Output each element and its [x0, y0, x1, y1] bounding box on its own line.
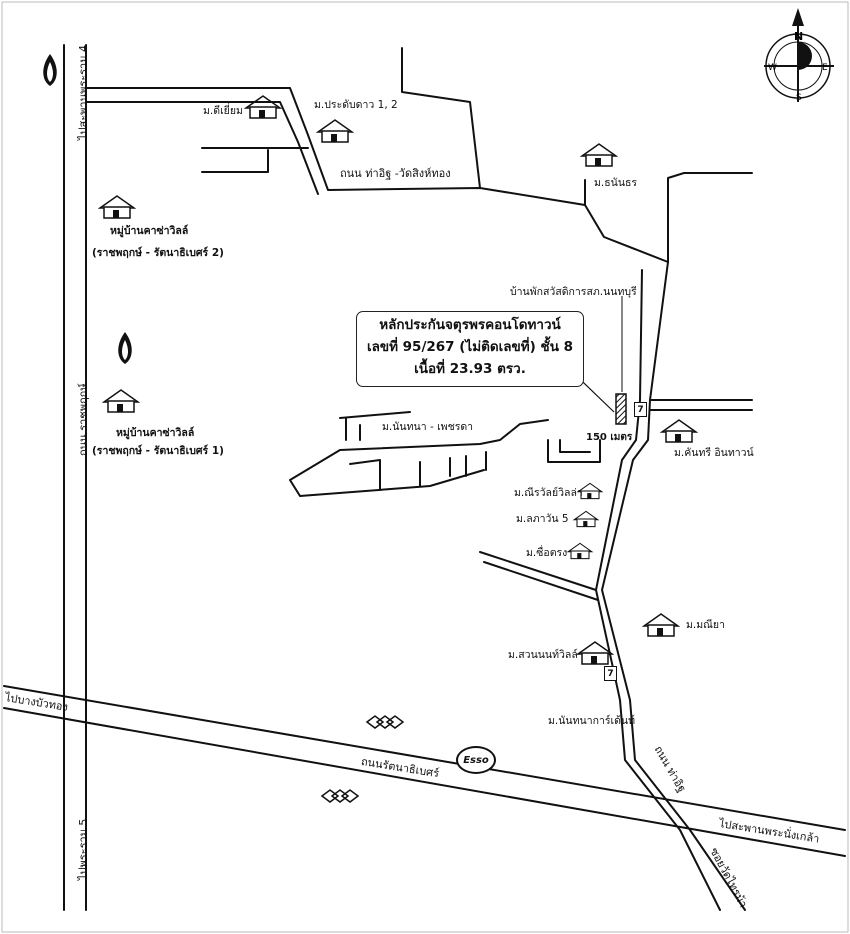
house-icon [660, 419, 698, 443]
esso-logo-icon: Esso [456, 746, 496, 774]
compass-w: W [768, 63, 777, 73]
label-nonthana-garden: ม.นันทนาการ์เด้นท์ [548, 715, 636, 727]
house-icon [98, 195, 136, 219]
house-icon [572, 510, 600, 528]
label-maneerat-villa: ม.ณีรวัลย์วิลล่า [514, 487, 583, 499]
callout-title: หลักประกันจตุรพรคอนโดทาวน์ [379, 317, 561, 333]
house-icon [316, 119, 354, 143]
compass-rose-icon: N S E W [764, 8, 834, 103]
label-maneeya: ม.มณียา [686, 619, 725, 631]
compass-e: E [822, 63, 828, 73]
road-label-rama4: ไปสะพานพระราม 4 [77, 45, 90, 140]
label-suetrong: ม.ซื่อตรง [526, 547, 568, 559]
property-callout: หลักประกันจตุรพรคอนโดทาวน์ เลขที่ 95/267… [356, 311, 584, 387]
label-dee-yiam: ม.ดีเยี่ยม [203, 105, 243, 117]
house-icon [566, 542, 594, 560]
diamond-symbol-icon [365, 715, 405, 729]
label-casa-ville-1-line1: หมู่บ้านคาซ่าวิลล์ [116, 427, 195, 439]
temple-icon [43, 54, 57, 86]
house-icon [244, 95, 282, 119]
label-casa-ville-2-line2: (ราชพฤกษ์ - รัตนาธิเบศร์ 2) [92, 247, 224, 259]
diamond-symbol-icon [320, 789, 360, 803]
house-icon [642, 613, 680, 637]
compass-s: S [796, 93, 802, 103]
label-suan-non-ville: ม.สวนนนท์วิลล์ [508, 649, 578, 661]
label-welfare-housing: บ้านพักสวัสดิการสภ.นนทบุรี [510, 286, 637, 298]
distance-label: 150 เมตร [586, 432, 633, 443]
road-label-tha-it-wat: ถนน ท่าอิฐ -วัดสิงห์ทอง [340, 167, 451, 180]
label-pradap-dao: ม.ประดับดาว 1, 2 [314, 99, 398, 111]
temple-icon [118, 332, 132, 364]
label-lapawan-5: ม.ลภาวัน 5 [516, 513, 569, 525]
road-label-rama5: ไปพระราม 5 [77, 818, 90, 880]
house-icon [102, 389, 140, 413]
label-country-in-town: ม.คันทรี อินทาวน์ [674, 447, 754, 459]
road-label-ratchaphruek: ถนน ราชพฤกษ์ [77, 383, 90, 456]
callout-area: เนื้อที่ 23.93 ตรว. [414, 361, 526, 377]
label-casa-ville-2-line1: หมู่บ้านคาซ่าวิลล์ [110, 225, 189, 237]
label-casa-ville-1-line2: (ราชพฤกษ์ - รัตนาธิเบศร์ 1) [92, 445, 224, 457]
label-thanathorn: ม.ธนันธร [594, 177, 638, 189]
label-nonthana-phetchada: ม.นันทนา - เพชรดา [382, 421, 474, 433]
house-icon [580, 143, 618, 167]
house-icon [576, 641, 614, 665]
seven-eleven-icon: 7 [634, 402, 647, 417]
compass-n: N [794, 30, 803, 43]
callout-address: เลขที่ 95/267 (ไม่ติดเลขที่) ชั้น 8 [366, 339, 574, 355]
house-icon [576, 482, 604, 500]
seven-eleven-icon: 7 [604, 666, 617, 681]
